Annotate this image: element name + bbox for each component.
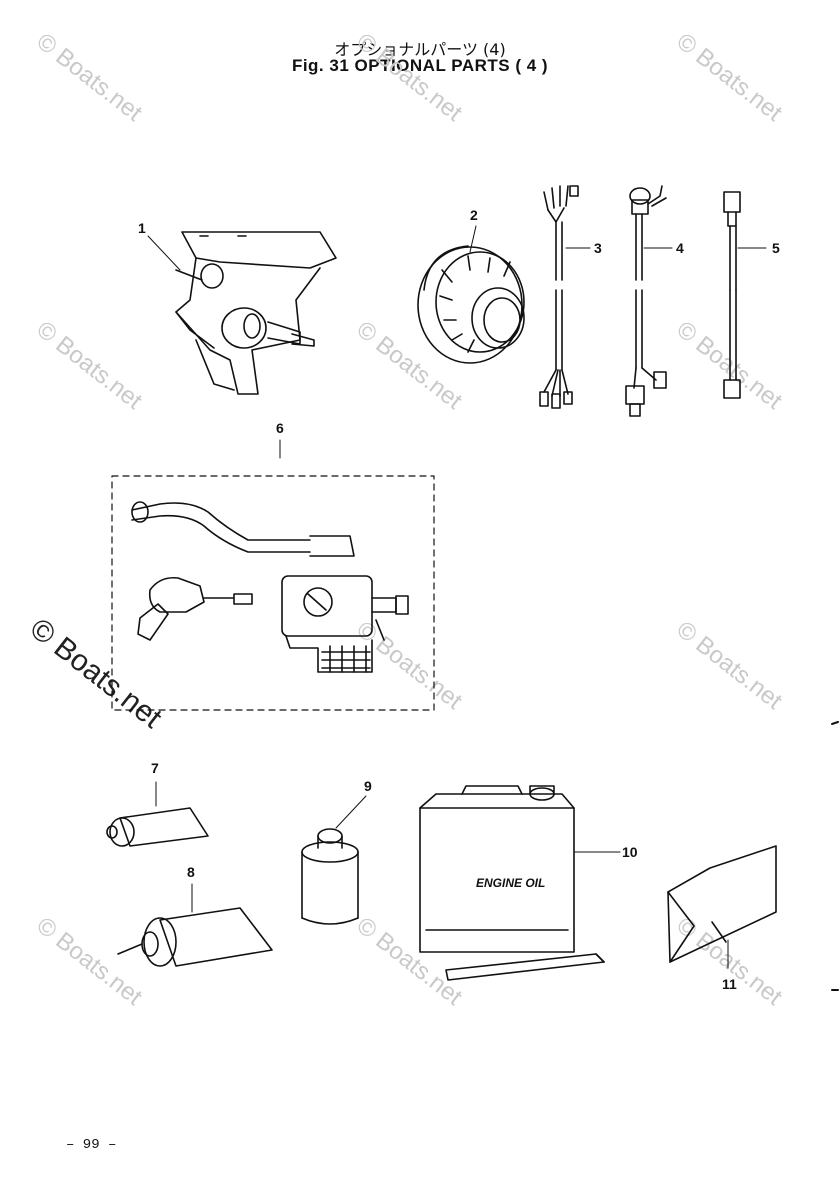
page-title-japanese: オプショナルパーツ (4) [334, 40, 506, 59]
page-number: – 99 – [66, 1137, 117, 1153]
callout-5: 5 [772, 240, 780, 256]
part-11-booklet-drawing [667, 845, 777, 969]
part-8-grease-tube-large-drawing [117, 883, 273, 967]
callout-8: 8 [187, 864, 195, 880]
part-5-lead-drawing [723, 191, 767, 399]
part-6-control-kit-drawing [111, 439, 435, 711]
callout-4: 4 [676, 240, 684, 256]
callout-2: 2 [470, 207, 478, 223]
callout-7: 7 [151, 760, 159, 776]
part-4-harness-drawing [625, 185, 673, 417]
callout-9: 9 [364, 778, 372, 794]
callout-3: 3 [594, 240, 602, 256]
page-title: Fig. 31 OPTIONAL PARTS ( 4 ) [291, 56, 549, 75]
callout-11: 11 [722, 976, 737, 992]
engine-oil-label: ENGINE OIL [476, 876, 546, 890]
part-9-spray-can-drawing [301, 795, 367, 925]
part-1-lower-unit-drawing [147, 231, 337, 395]
part-7-grease-tube-drawing [106, 781, 209, 847]
callout-1: 1 [138, 220, 146, 236]
part-2-flywheel-cover-drawing [417, 225, 525, 364]
callout-6: 6 [276, 420, 284, 436]
part-3-harness-drawing [539, 185, 591, 409]
part-10-oil-container-drawing [419, 785, 621, 981]
callout-10: 10 [622, 844, 638, 860]
